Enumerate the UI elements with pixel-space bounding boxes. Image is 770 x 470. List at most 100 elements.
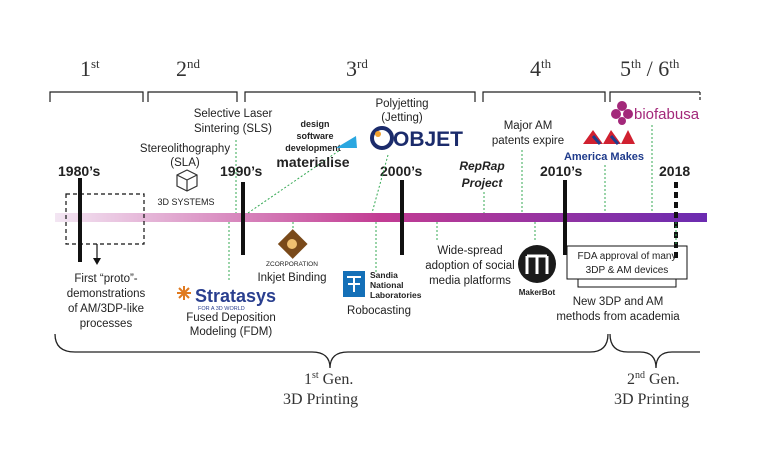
timeline-bar xyxy=(55,213,707,222)
gen-label-4: 4th xyxy=(530,56,552,81)
3d-systems-wordmark: 3D SYSTEMS xyxy=(157,197,214,207)
objet-o-icon xyxy=(370,126,394,150)
event-proto: First “proto”- demonstrations of AM/3DP-… xyxy=(67,273,146,330)
stratasys-tagline: FOR A 3D WORLD xyxy=(198,306,245,312)
brace-gen-1 xyxy=(54,333,609,369)
fda-box xyxy=(566,245,688,280)
event-academia: New 3DP and AM methods from academia xyxy=(556,296,680,323)
logo-objet: OBJET xyxy=(370,126,463,151)
gen-bottom-2-line-1: 2nd Gen. xyxy=(627,370,680,388)
biofab-wordmark: biofabusa xyxy=(634,106,700,123)
logo-sandia: Sandia National Laboratories xyxy=(343,270,422,300)
generation-labels-top: 1st 2nd 3rd 4th 5th / 6th xyxy=(80,56,680,81)
event-robocasting: Robocasting xyxy=(347,305,411,317)
sandia-line-3: Laboratories xyxy=(370,290,422,300)
fdm-line-2: Modeling (FDM) xyxy=(190,326,273,338)
event-reprap: RepRap Project xyxy=(459,159,504,190)
america-makes-wordmark: America Makes xyxy=(564,151,644,163)
fda-line-1: FDA approval of many xyxy=(578,251,677,262)
logo-biofab: biofabusa xyxy=(611,101,700,125)
generation-braces-bottom xyxy=(54,333,700,369)
amp-line-1: Major AM xyxy=(504,120,553,132)
event-sla: Stereolithography (SLA) xyxy=(140,143,230,169)
materialise-swoosh-icon xyxy=(336,136,357,148)
logo-zcorp: ZCORPORATION xyxy=(266,229,318,268)
event-sls: Selective Laser Sintering (SLS) xyxy=(194,108,273,135)
generation-brackets-top xyxy=(49,91,701,102)
event-design-software: design software development xyxy=(285,119,341,153)
proto-line-3: of AM/3DP-like xyxy=(68,303,144,315)
zcorp-wordmark: ZCORPORATION xyxy=(266,261,318,268)
proto-arrow-head xyxy=(93,258,101,265)
biofab-cell-icon xyxy=(611,101,633,125)
academia-bracket xyxy=(577,279,677,288)
gen-label-56: 5th / 6th xyxy=(620,56,680,81)
america-makes-mark-icon xyxy=(583,130,635,144)
gen-label-3: 3rd xyxy=(346,56,368,81)
event-fda: FDA approval of many 3DP & AM devices xyxy=(578,251,677,276)
social-line-3: media platforms xyxy=(429,275,511,287)
polyjet-line-2: (Jetting) xyxy=(381,112,423,124)
green-leaders xyxy=(228,125,677,282)
america-makes-accent-icon xyxy=(591,135,620,145)
stratasys-burst-icon xyxy=(177,286,191,300)
logo-makerbot: MakerBot xyxy=(518,245,556,297)
proto-line-2: demonstrations xyxy=(67,288,146,300)
logo-materialise: materialise xyxy=(276,154,349,170)
social-line-2: adoption of social xyxy=(425,260,515,272)
sls-line-1: Selective Laser xyxy=(194,108,273,120)
academia-line-2: methods from academia xyxy=(556,311,680,323)
decade-1980s: 1980’s xyxy=(58,163,101,179)
bracket-gen-4 xyxy=(482,91,606,102)
sla-line-2: (SLA) xyxy=(170,157,200,169)
objet-wordmark: OBJET xyxy=(393,128,463,151)
design-line-1: design xyxy=(300,119,329,129)
fdm-line-1: Fused Deposition xyxy=(186,312,276,324)
makerbot-wordmark: MakerBot xyxy=(519,288,556,297)
bracket-gen-2 xyxy=(147,91,238,102)
brace-gen-2 xyxy=(609,333,700,369)
logo-america-makes: America Makes xyxy=(564,130,644,163)
proto-line-4: processes xyxy=(80,318,133,330)
social-line-1: Wide-spread xyxy=(437,245,502,257)
gen-bottom-1-line-2: 3D Printing xyxy=(283,391,358,408)
bracket-gen-1 xyxy=(49,91,144,102)
academia-line-1: New 3DP and AM xyxy=(573,296,664,308)
design-line-3: development xyxy=(285,143,341,153)
event-polyjet: Polyjetting (Jetting) xyxy=(375,98,428,124)
leader-design xyxy=(247,149,341,214)
bracket-gen-3 xyxy=(244,91,476,102)
amp-line-2: patents expire xyxy=(492,135,564,147)
event-patents-expire: Major AM patents expire xyxy=(492,120,564,147)
logo-stratasys: Stratasys FOR A 3D WORLD xyxy=(177,286,276,312)
reprap-line-1: RepRap xyxy=(459,159,504,173)
reprap-line-2: Project xyxy=(462,176,504,190)
sls-line-2: Sintering (SLS) xyxy=(194,123,272,135)
decade-2018: 2018 xyxy=(659,163,690,179)
stratasys-wordmark: Stratasys xyxy=(195,286,276,306)
event-social-media: Wide-spread adoption of social media pla… xyxy=(425,245,515,287)
proto-line-1: First “proto”- xyxy=(74,273,137,285)
cube-icon xyxy=(176,169,198,192)
gen-bottom-2-line-2: 3D Printing xyxy=(614,391,689,408)
event-inkjet-binding: Inkjet Binding xyxy=(257,272,326,284)
fda-line-2: 3DP & AM devices xyxy=(586,265,669,276)
design-line-2: software xyxy=(296,131,333,141)
decade-1990s: 1990’s xyxy=(220,163,263,179)
polyjet-line-1: Polyjetting xyxy=(375,98,428,110)
gen-label-2: 2nd xyxy=(176,56,201,81)
gen-label-1: 1st xyxy=(80,56,100,81)
logo-3d-systems: 3D SYSTEMS xyxy=(157,169,215,207)
generation-labels-bottom: 1st Gen. 3D Printing 2nd Gen. 3D Printin… xyxy=(283,370,689,408)
decade-2000s: 2000’s xyxy=(380,163,423,179)
sandia-line-1: Sandia xyxy=(370,270,398,280)
sandia-line-2: National xyxy=(370,280,404,290)
decade-2010s: 2010’s xyxy=(540,163,583,179)
bracket-gen-56 xyxy=(609,91,700,102)
gen-bottom-1-line-1: 1st Gen. xyxy=(304,370,353,388)
sla-line-1: Stereolithography xyxy=(140,143,230,155)
proto-dashed-box xyxy=(65,193,145,245)
objet-dot-icon xyxy=(375,131,381,137)
event-fdm: Fused Deposition Modeling (FDM) xyxy=(186,312,276,338)
